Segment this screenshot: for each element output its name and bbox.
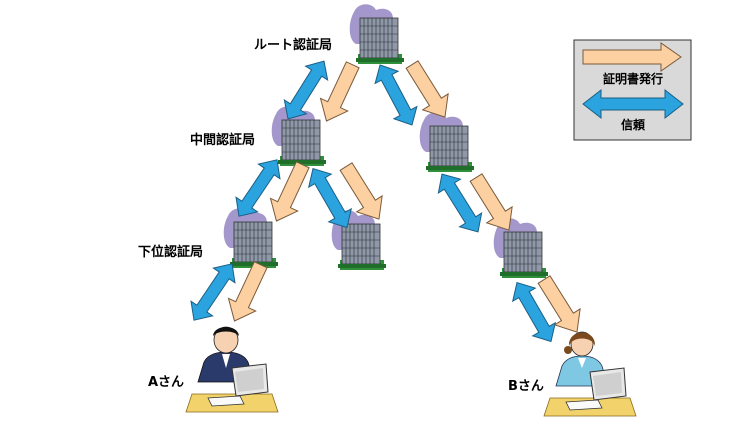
legend-trust-label: 信頼: [621, 117, 646, 132]
user-a-label: Aさん: [148, 375, 184, 390]
user-b-laptop-icon: [543, 367, 637, 417]
subordinate-ca-building-icon: [223, 207, 279, 269]
user-a-laptop-icon: [185, 363, 279, 413]
root-ca-building-icon: [349, 3, 405, 65]
legend-issue-label: 証明書発行: [603, 71, 663, 86]
intermediate-ca-label: 中間認証局: [190, 132, 255, 148]
root-ca-label: ルート認証局: [254, 37, 332, 53]
user-a: [185, 326, 279, 413]
legend-issue-arrow: [582, 42, 682, 72]
user-b-label: Bさん: [508, 379, 544, 394]
subordinate-ca-label: 下位認証局: [138, 244, 203, 260]
right-ca-building-icon: [419, 111, 475, 173]
legend: 証明書発行 信頼: [573, 39, 692, 141]
user-b: [543, 331, 637, 417]
legend-trust-arrow: [582, 88, 684, 120]
